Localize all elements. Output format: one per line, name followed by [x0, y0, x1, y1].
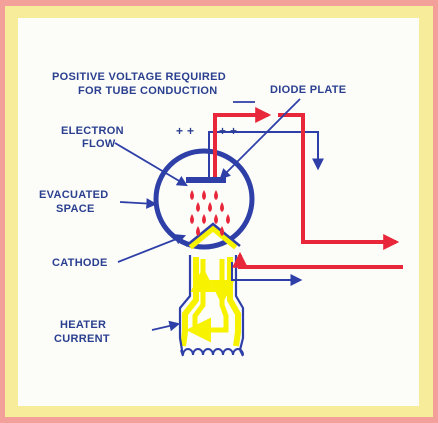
label-evacuated: EVACUATED: [39, 189, 109, 201]
leader-lines: [114, 98, 301, 332]
label-heater: HEATER: [60, 319, 106, 331]
label-diode-plate: DIODE PLATE: [270, 84, 346, 96]
label-cathode: CATHODE: [52, 257, 108, 269]
heater-coil: [180, 348, 244, 357]
label-positive-voltage-2: FOR TUBE CONDUCTION: [78, 85, 218, 97]
label-positive-voltage-1: POSITIVE VOLTAGE REQUIRED: [52, 71, 226, 83]
plate-wires: [208, 131, 324, 286]
label-current: CURRENT: [54, 333, 110, 345]
diagram-panel: [18, 18, 419, 406]
electron-flow: [190, 190, 230, 236]
label-space: SPACE: [56, 203, 95, 215]
diode-plate: [186, 177, 226, 183]
cathode: [188, 224, 238, 250]
label-flow: FLOW: [82, 138, 116, 150]
plus-signs-left: + +: [176, 124, 194, 138]
heater-arrows: [186, 267, 235, 343]
plus-signs-right: + +: [219, 124, 237, 138]
label-electron: ELECTRON: [61, 125, 124, 137]
plate-current: [213, 107, 403, 269]
